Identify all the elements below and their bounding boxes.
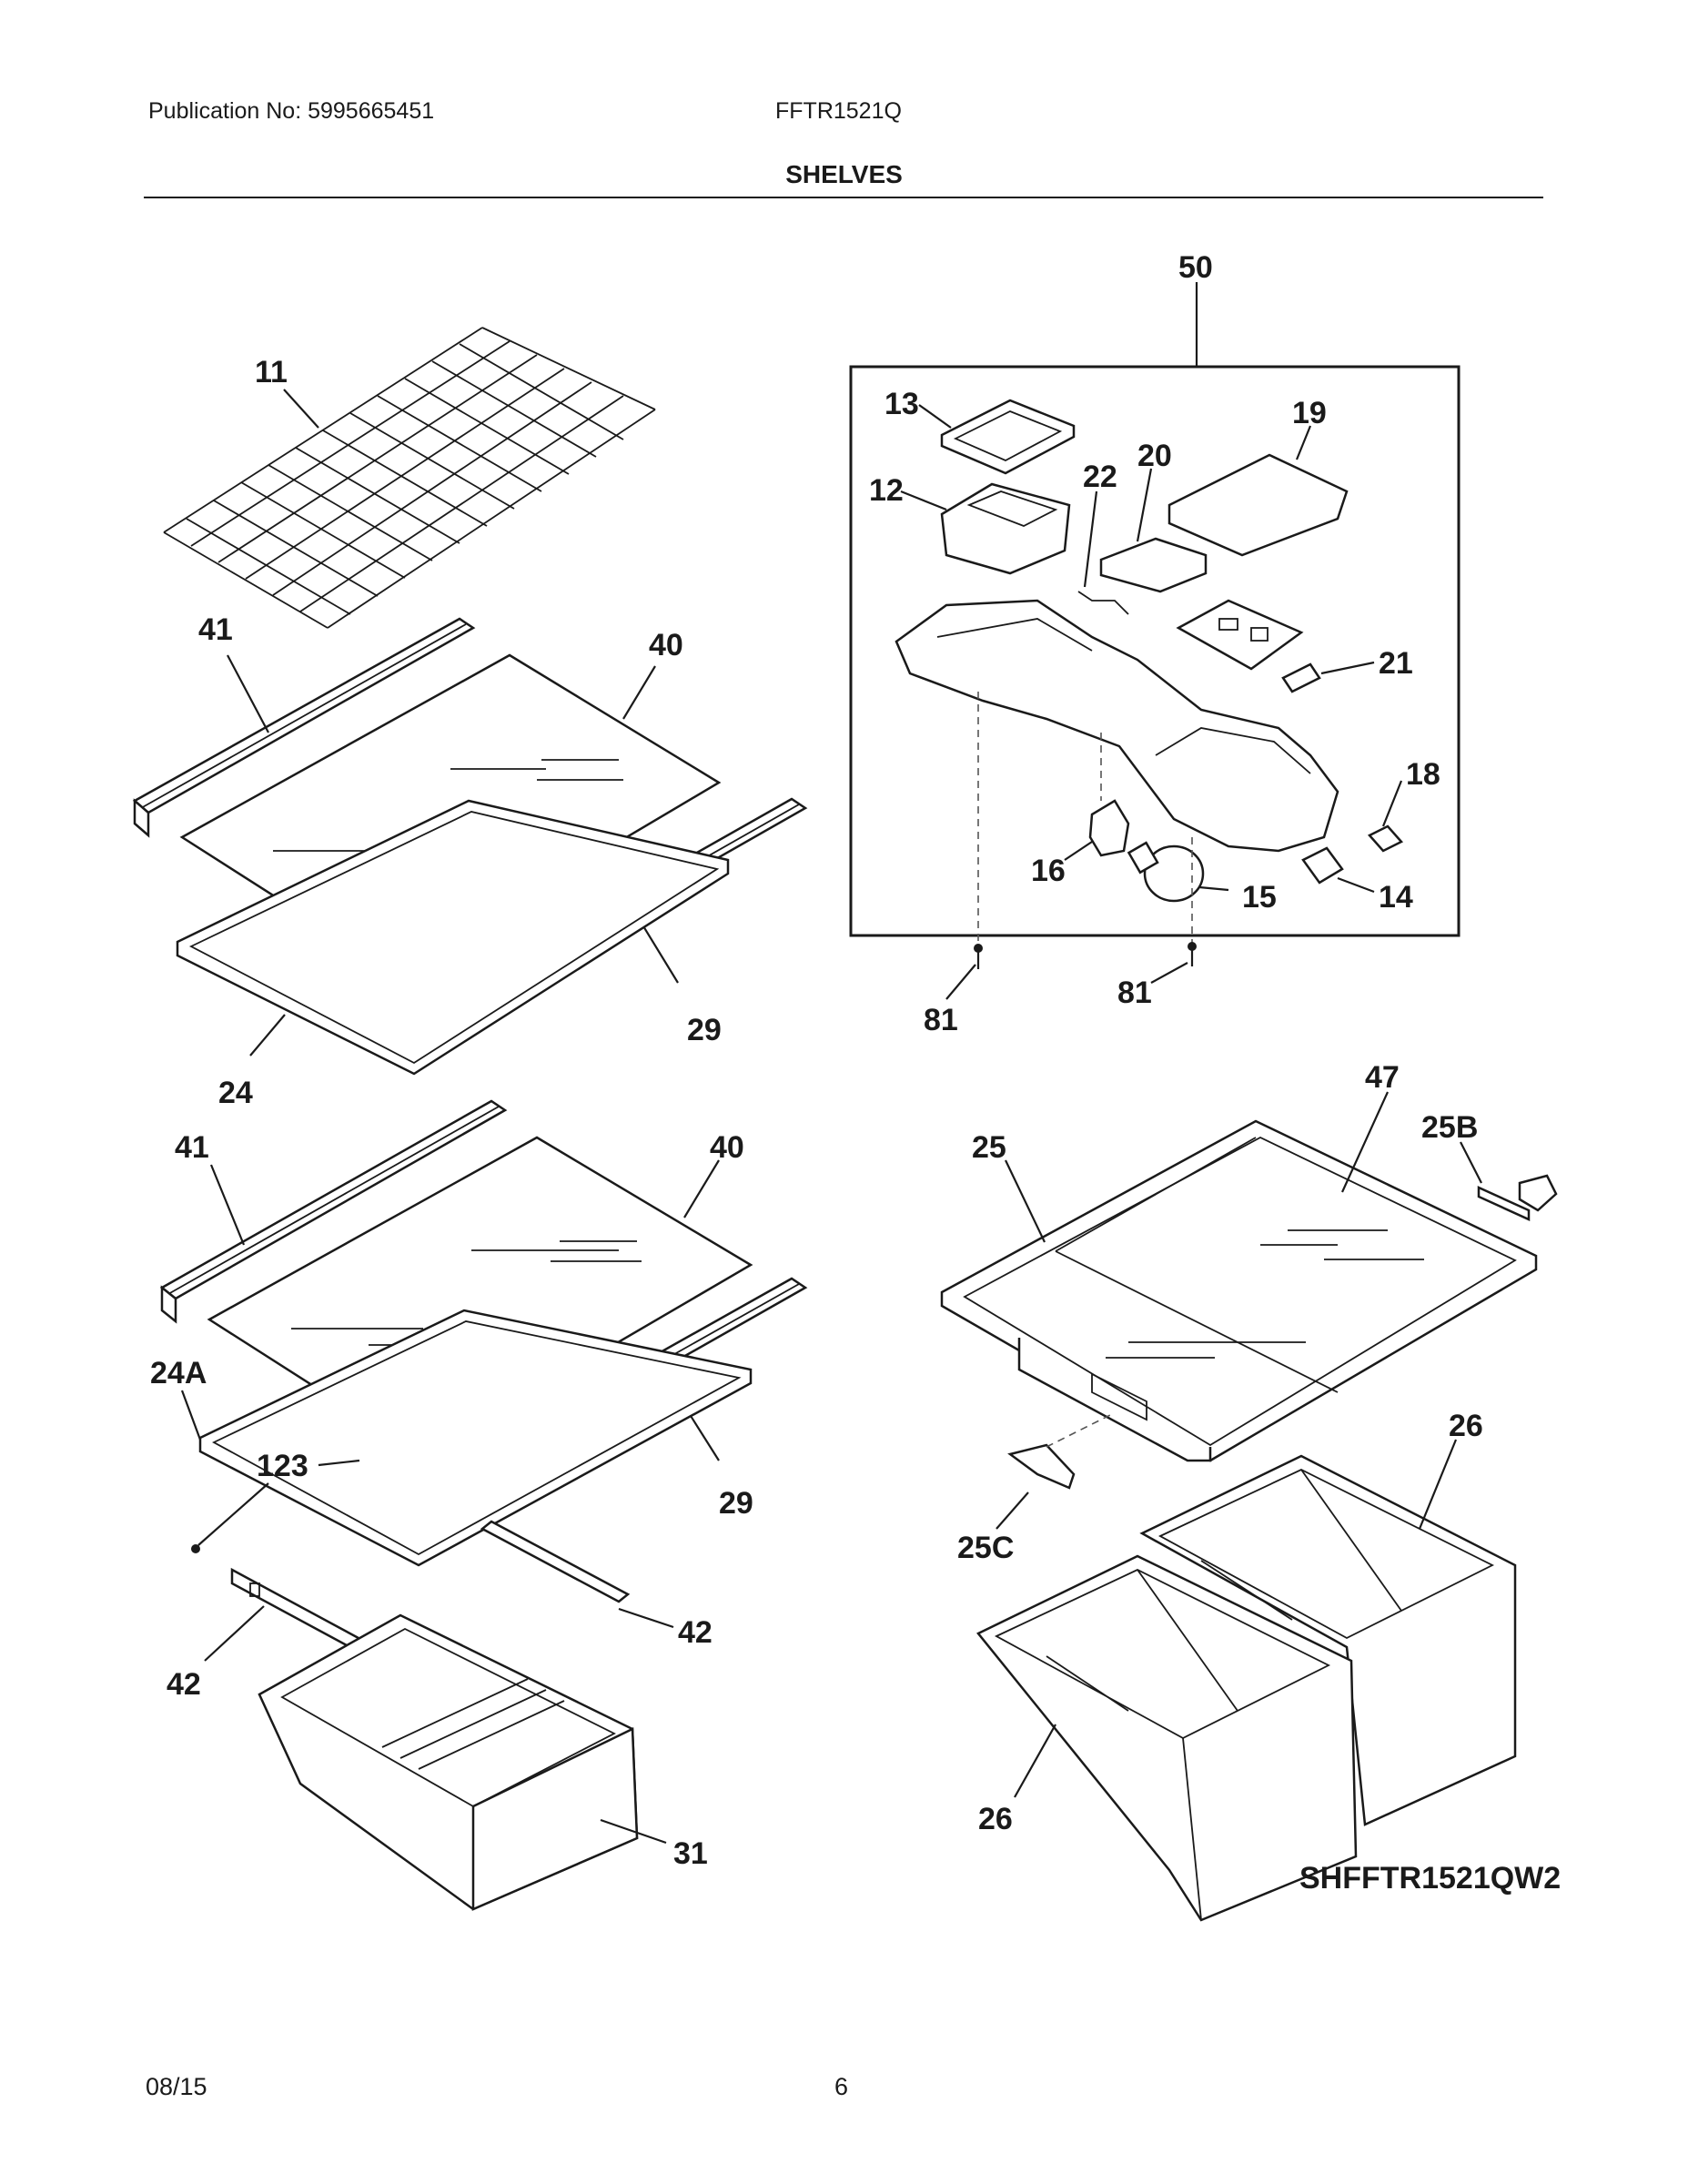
callout-24: 24 (218, 1076, 253, 1110)
callout-41-lower: 41 (175, 1130, 209, 1165)
leader-18 (1381, 780, 1403, 827)
callout-12: 12 (869, 473, 904, 508)
leader-40a (622, 665, 656, 720)
leader-26a (1418, 1439, 1458, 1530)
screw-81-right (1188, 942, 1197, 966)
light-cover-13 (940, 399, 1076, 475)
light-housing-12 (940, 482, 1071, 575)
diagram-code: SHFFTR1521QW2 (1299, 1861, 1561, 1896)
shelf-frame-24 (176, 799, 730, 1076)
control-board (1176, 599, 1304, 671)
callout-42-left: 42 (167, 1667, 201, 1702)
callout-81-left: 81 (924, 1003, 958, 1037)
leader-13 (918, 404, 952, 429)
leader-24A (180, 1390, 202, 1441)
publication-date: 08/15 (146, 2073, 207, 2100)
crisper-drawer-26-front (976, 1554, 1358, 1922)
callout-26-back: 26 (1449, 1409, 1483, 1443)
crisper-glass-47 (1106, 1229, 1424, 1359)
crisper-cover-25 (940, 1119, 1538, 1462)
leader-42b (204, 1605, 265, 1662)
leader-24 (249, 1014, 286, 1057)
callout-40: 40 (649, 628, 683, 662)
callout-123: 123 (257, 1449, 308, 1483)
slide-25C (1007, 1443, 1076, 1490)
screw-123 (191, 1544, 200, 1553)
callout-41: 41 (198, 612, 233, 647)
callout-21: 21 (1379, 646, 1413, 681)
leader-19 (1295, 425, 1312, 460)
publication-number: Publication No: 5995665451 (148, 98, 435, 124)
lamp-socket-16 (1088, 799, 1130, 857)
section-title: SHELVES (785, 160, 903, 188)
crisper-drawer-26-back (1139, 1454, 1517, 1826)
knob-18 (1367, 824, 1404, 853)
leader-16 (1064, 841, 1093, 861)
callout-16: 16 (1031, 854, 1066, 888)
shelf-rail-41-upper (132, 617, 476, 838)
leader-123 (318, 1459, 360, 1467)
leader-14 (1337, 876, 1375, 894)
callout-29-lower: 29 (719, 1486, 753, 1521)
wire-shelf-11 (163, 327, 656, 629)
callout-29: 29 (687, 1013, 722, 1047)
callout-18: 18 (1406, 757, 1440, 792)
clip-21 (1281, 662, 1321, 693)
crisper-drawer-31 (258, 1613, 639, 1911)
leader-123-screw (197, 1482, 269, 1546)
leader-22 (1083, 490, 1098, 588)
callout-25C: 25C (957, 1531, 1014, 1565)
leader-25C (996, 1491, 1029, 1530)
leader-81a (945, 964, 976, 1000)
screw-81-left (974, 944, 983, 969)
callout-19: 19 (1292, 396, 1327, 430)
cover-plate-19 (1167, 453, 1349, 557)
leader-15 (1198, 885, 1229, 892)
shelf-frame-24A (198, 1309, 753, 1567)
callout-81-right: 81 (1117, 976, 1152, 1010)
callout-40-lower: 40 (710, 1130, 744, 1165)
callout-24A: 24A (150, 1356, 207, 1390)
callout-13: 13 (884, 387, 919, 421)
callout-22: 22 (1083, 460, 1117, 494)
callout-25B: 25B (1421, 1110, 1478, 1145)
callout-50: 50 (1178, 250, 1213, 285)
insulation-20 (1099, 537, 1208, 593)
shelf-rail-41-lower (159, 1099, 508, 1324)
leader-21 (1320, 661, 1375, 675)
leader-41a (227, 654, 269, 733)
callout-15: 15 (1242, 880, 1277, 915)
callout-31: 31 (673, 1836, 708, 1871)
humidity-control-25B (1477, 1174, 1558, 1221)
callout-25: 25 (972, 1130, 1006, 1165)
model-number: FFTR1521Q (775, 98, 902, 124)
wire-harness-22 (1077, 591, 1129, 615)
leader-11 (283, 389, 319, 429)
callout-42-right: 42 (678, 1615, 713, 1650)
switch-14 (1301, 846, 1344, 885)
leader-41b (209, 1164, 246, 1246)
leader-47 (1340, 1091, 1390, 1193)
callout-26-front: 26 (978, 1802, 1013, 1836)
drawer-rail-42-right (480, 1520, 631, 1603)
leader-20 (1136, 468, 1153, 542)
leader-25B (1460, 1141, 1482, 1184)
callout-14: 14 (1379, 880, 1413, 915)
callout-11: 11 (255, 355, 288, 389)
callout-47: 47 (1365, 1060, 1400, 1095)
leader-81b (1150, 962, 1188, 984)
leader-12 (900, 490, 947, 511)
page-number: 6 (834, 2073, 849, 2100)
light-bulb-15 (1127, 841, 1205, 903)
header-rule (144, 197, 1543, 198)
leader-42a (618, 1607, 674, 1629)
light-assembly-box-50 (849, 365, 1461, 937)
callout-20: 20 (1137, 439, 1172, 473)
leader-26b (1014, 1724, 1056, 1798)
leader-40b (683, 1159, 720, 1218)
leader-25 (1005, 1159, 1046, 1243)
main-light-housing (895, 599, 1339, 853)
leader-31 (600, 1818, 667, 1845)
